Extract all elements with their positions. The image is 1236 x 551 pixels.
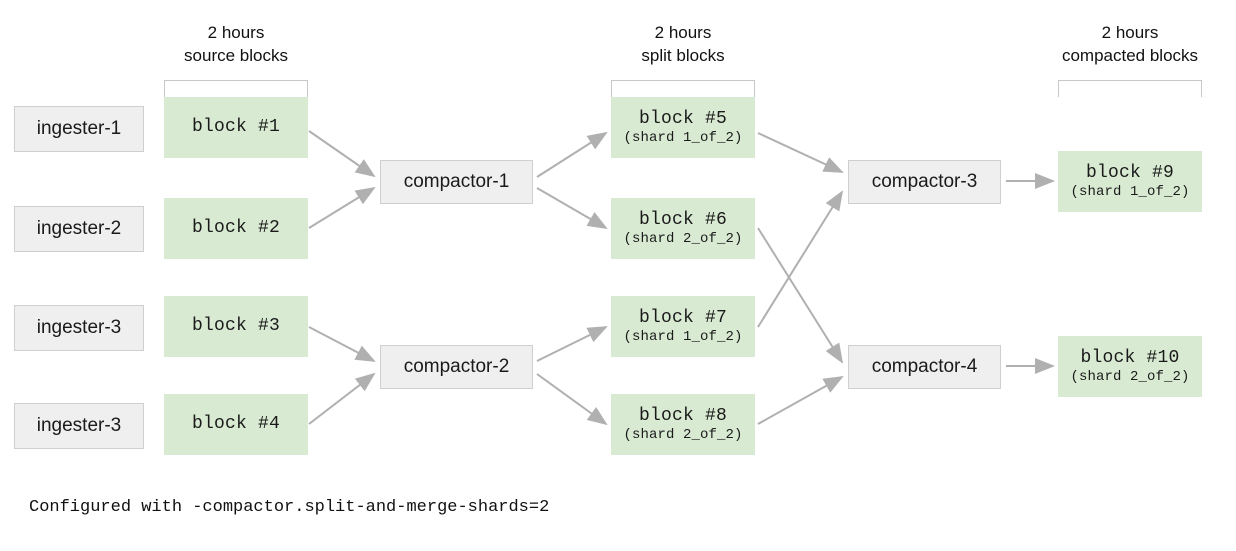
compacted-block-9[interactable]: block #9 (shard 1_of_2) <box>1058 151 1202 212</box>
arrow-compactor1-to-block5 <box>536 131 608 178</box>
block-title: block #2 <box>191 218 280 239</box>
split-block-6[interactable]: block #6 (shard 2_of_2) <box>611 198 755 259</box>
block-shard-label: (shard 1_of_2) <box>623 329 743 346</box>
arrow-block7-to-compactor3 <box>757 190 844 328</box>
ingester-box-3[interactable]: ingester-3 <box>14 305 144 351</box>
split-block-7[interactable]: block #7 (shard 1_of_2) <box>611 296 755 357</box>
source-block-3[interactable]: block #3 <box>164 296 308 357</box>
compactor-label: compactor-4 <box>871 356 978 378</box>
column-label-compacted-line1: 2 hours <box>1101 23 1159 42</box>
bracket-compacted-blocks <box>1058 80 1202 97</box>
bracket-split-blocks <box>611 80 755 97</box>
block-shard-label: (shard 2_of_2) <box>623 231 743 248</box>
column-label-split-line2: split blocks <box>641 45 725 65</box>
ingester-box-1[interactable]: ingester-1 <box>14 106 144 152</box>
split-block-5[interactable]: block #5 (shard 1_of_2) <box>611 97 755 158</box>
arrow-block4-to-compactor2 <box>308 372 376 425</box>
arrow-block2-to-compactor1 <box>308 186 376 229</box>
configuration-caption: Configured with -compactor.split-and-mer… <box>29 498 550 517</box>
source-block-2[interactable]: block #2 <box>164 198 308 259</box>
ingester-label: ingester-2 <box>36 218 122 240</box>
split-block-8[interactable]: block #8 (shard 2_of_2) <box>611 394 755 455</box>
block-title: block #5 <box>638 108 727 129</box>
arrow-block3-to-compactor2 <box>308 326 376 362</box>
ingester-label: ingester-3 <box>36 415 122 437</box>
column-label-source-line1: 2 hours <box>207 23 265 42</box>
block-title: block #10 <box>1080 347 1180 368</box>
column-label-source: 2 hours source blocks <box>146 22 326 68</box>
block-title: block #3 <box>191 316 280 337</box>
block-title: block #7 <box>638 307 727 328</box>
ingester-box-4[interactable]: ingester-3 <box>14 403 144 449</box>
column-label-compacted: 2 hours compacted blocks <box>1039 22 1221 68</box>
source-block-1[interactable]: block #1 <box>164 97 308 158</box>
block-shard-label: (shard 2_of_2) <box>1070 369 1190 386</box>
block-title: block #9 <box>1085 162 1174 183</box>
block-shard-label: (shard 1_of_2) <box>1070 184 1190 201</box>
block-title: block #8 <box>638 405 727 426</box>
column-label-compacted-line2: compacted blocks <box>1061 45 1199 65</box>
bracket-source-blocks <box>164 80 308 97</box>
compactor-label: compactor-3 <box>871 171 978 193</box>
arrow-block6-to-compactor4 <box>757 227 844 364</box>
ingester-label: ingester-1 <box>36 118 122 140</box>
block-shard-label: (shard 1_of_2) <box>623 130 743 147</box>
compacted-block-10[interactable]: block #10 (shard 2_of_2) <box>1058 336 1202 397</box>
column-label-split: 2 hours split blocks <box>593 22 773 68</box>
arrow-block1-to-compactor1 <box>308 130 376 178</box>
arrow-block5-to-compactor3 <box>757 132 844 173</box>
arrow-compactor1-to-block6 <box>536 187 608 230</box>
compactor-box-4[interactable]: compactor-4 <box>848 345 1001 389</box>
ingester-label: ingester-3 <box>36 317 122 339</box>
arrow-compactor2-to-block8 <box>536 373 608 426</box>
column-label-source-line2: source blocks <box>184 45 288 65</box>
block-title: block #1 <box>191 117 280 138</box>
arrow-compactor2-to-block7 <box>536 326 608 362</box>
source-block-4[interactable]: block #4 <box>164 394 308 455</box>
block-title: block #6 <box>638 209 727 230</box>
compactor-label: compactor-1 <box>403 171 510 193</box>
compactor-box-1[interactable]: compactor-1 <box>380 160 533 204</box>
block-title: block #4 <box>191 414 280 435</box>
compactor-box-3[interactable]: compactor-3 <box>848 160 1001 204</box>
ingester-box-2[interactable]: ingester-2 <box>14 206 144 252</box>
block-shard-label: (shard 2_of_2) <box>623 427 743 444</box>
compactor-label: compactor-2 <box>403 356 510 378</box>
compactor-box-2[interactable]: compactor-2 <box>380 345 533 389</box>
column-label-split-line1: 2 hours <box>654 23 712 42</box>
arrow-block8-to-compactor4 <box>757 376 844 425</box>
